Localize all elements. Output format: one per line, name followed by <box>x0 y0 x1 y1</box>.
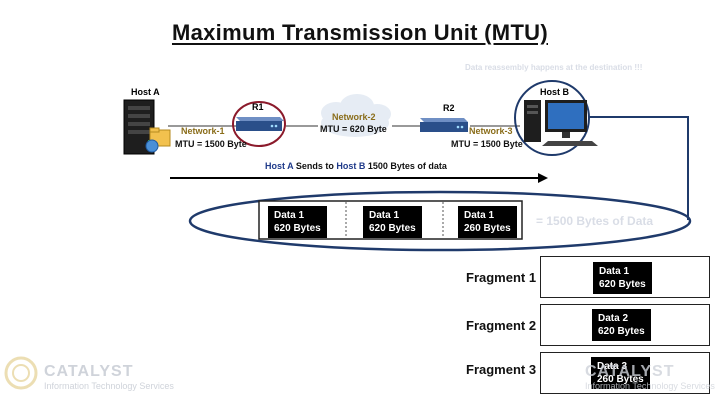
packet-total: = 1500 Bytes of Data <box>536 214 654 228</box>
host-b-computer-icon <box>524 100 598 146</box>
host-b-label: Host B <box>540 87 569 97</box>
packet-segment-3: Data 1 260 Bytes <box>458 206 517 238</box>
host-a-label: Host A <box>131 87 160 97</box>
connector-line <box>588 116 689 220</box>
r2-router-icon <box>420 118 468 132</box>
r2-label: R2 <box>443 103 455 113</box>
send-description: Host A Sends to Host B 1500 Bytes of dat… <box>265 161 447 171</box>
page-title: Maximum Transmission Unit (MTU) <box>171 20 548 45</box>
network-3-mtu: MTU = 1500 Byte <box>451 139 523 149</box>
fragment-2-label: Fragment 2 <box>466 318 537 333</box>
watermark-name-2: CATALYST <box>585 363 675 380</box>
packet-segment-3-size: 260 Bytes <box>464 223 511 234</box>
watermark-subtitle: Information Technology Services <box>44 381 174 391</box>
reassembly-note: Data reassembly happens at the destinati… <box>465 63 643 72</box>
send-rest: 1500 Bytes of data <box>365 161 447 171</box>
send-arrow-head <box>538 173 548 183</box>
network-2-label: Network-2 <box>332 112 376 122</box>
fragment-1-title: Data 1 <box>599 266 630 277</box>
fragment-2-size: 620 Bytes <box>598 326 645 337</box>
packet-segment-1-size: 620 Bytes <box>274 223 321 234</box>
r1-router-icon <box>236 117 284 131</box>
fragment-1-label: Fragment 1 <box>466 270 537 285</box>
packet-segment-1-title: Data 1 <box>274 210 305 221</box>
network-2-cloud-icon <box>321 94 391 137</box>
packet-segment-2-size: 620 Bytes <box>369 223 416 234</box>
packet-segment-1: Data 1 620 Bytes <box>268 206 327 238</box>
network-1-mtu: MTU = 1500 Byte <box>175 139 247 149</box>
host-a-server-icon <box>123 99 171 155</box>
fragment-2-data: Data 2 620 Bytes <box>592 309 651 341</box>
fragment-3-label: Fragment 3 <box>466 362 537 377</box>
network-2-mtu: MTU = 620 Byte <box>320 124 387 134</box>
fragment-1-data: Data 1 620 Bytes <box>593 262 652 294</box>
fragment-3-data: Data 3 260 Bytes <box>591 357 650 389</box>
fragment-2-title: Data 2 <box>598 313 629 324</box>
watermark-name: CATALYST <box>44 363 134 380</box>
packet-segment-3-title: Data 1 <box>464 210 495 221</box>
send-host-b: Host B <box>336 161 366 171</box>
fragment-1-size: 620 Bytes <box>599 279 646 290</box>
fragment-3-size: 260 Bytes <box>597 374 644 385</box>
r1-highlight-circle <box>232 101 286 147</box>
network-3-label: Network-3 <box>469 126 513 136</box>
send-middle: Sends to <box>293 161 337 171</box>
watermark-subtitle-2: Information Technology Services <box>585 381 715 391</box>
network-1-label: Network-1 <box>181 126 225 136</box>
packet-segment-2: Data 1 620 Bytes <box>363 206 422 238</box>
fragment-3-title: Data 3 <box>597 361 628 372</box>
catalyst-logo-icon <box>4 356 38 390</box>
packet-ellipse <box>188 190 692 252</box>
packet-segment-2-title: Data 1 <box>369 210 400 221</box>
r1-label: R1 <box>252 102 264 112</box>
send-host-a: Host A <box>265 161 294 171</box>
